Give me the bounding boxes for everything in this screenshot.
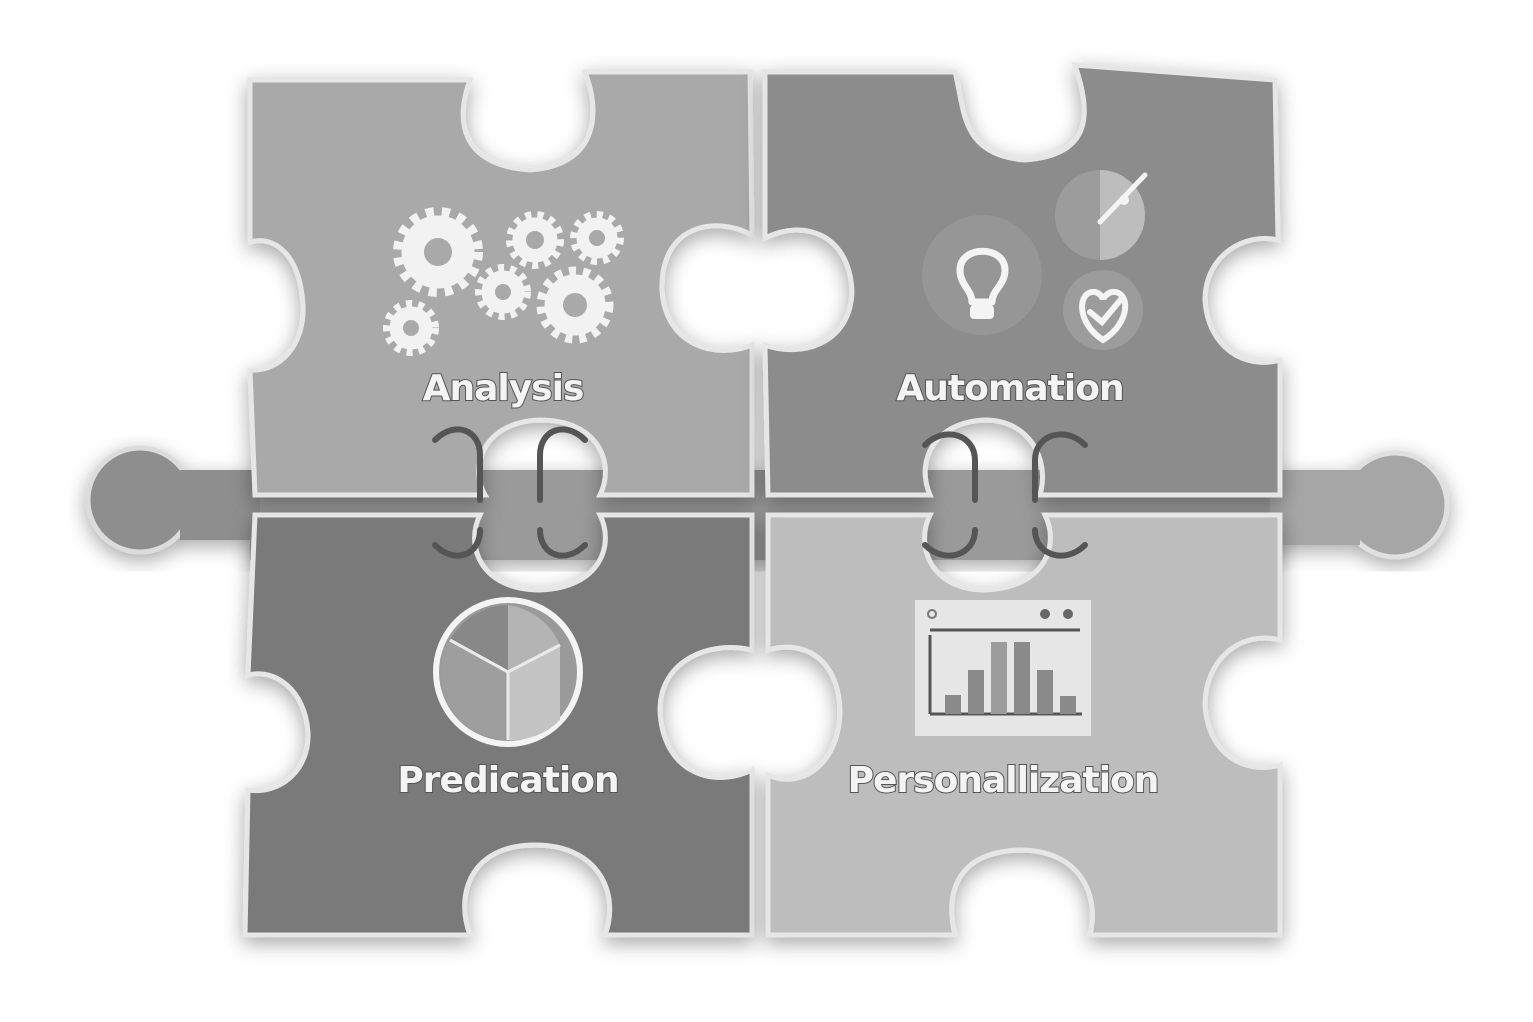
compass-icon <box>1055 170 1148 260</box>
label-analysis: Analysis <box>423 368 584 409</box>
label-automation: Automation <box>896 368 1123 409</box>
lightbulb-icon <box>922 215 1042 335</box>
pie-chart-icon <box>433 597 583 747</box>
gears-icon <box>383 207 624 356</box>
bar-chart-dashboard-icon <box>915 600 1091 736</box>
back-slab <box>85 445 1450 560</box>
label-personalization: Personallization <box>848 760 1159 801</box>
label-predication: Predication <box>397 760 618 801</box>
center-joint-loops <box>432 426 1088 559</box>
heart-check-icon <box>1063 270 1143 350</box>
